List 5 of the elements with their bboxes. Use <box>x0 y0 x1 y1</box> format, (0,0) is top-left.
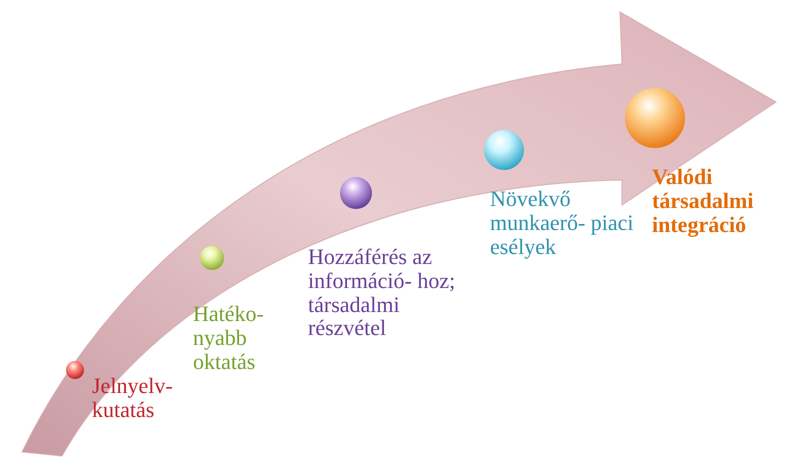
step-label: Növekvő munkaerő- piaci esélyek <box>490 187 635 258</box>
step-label: Valódi társadalmi integráció <box>652 165 754 236</box>
step-label: Hatéko- nyabb oktatás <box>193 302 265 374</box>
step-label: Jelnyelv- kutatás <box>92 374 174 422</box>
step-label: Hozzáférés az információ- hoz; társadalmi részvétel <box>308 245 456 340</box>
